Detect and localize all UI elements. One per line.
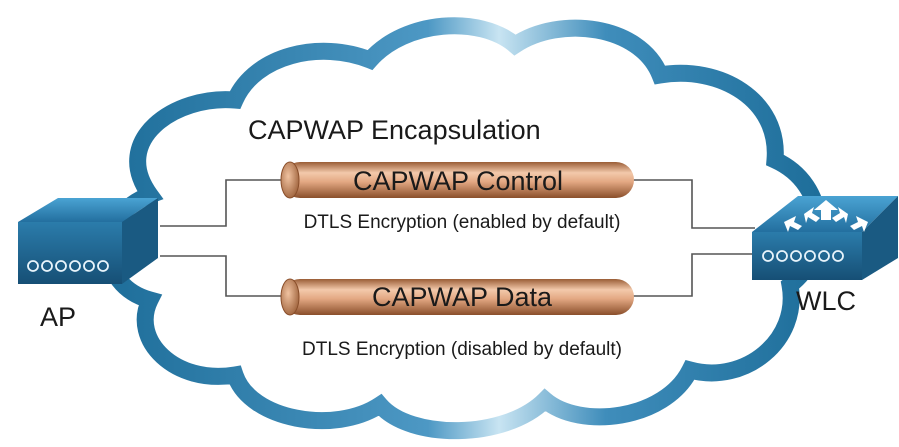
wlc-label: WLC [796,286,856,316]
capwap-control-tunnel: CAPWAP Control [280,161,634,199]
data-tunnel-label: CAPWAP Data [372,282,553,312]
capwap-data-tunnel: CAPWAP Data [280,278,634,316]
access-point-icon [18,198,158,284]
ap-control-line [160,179,290,227]
connection-lines [160,179,755,297]
control-tunnel-label: CAPWAP Control [353,166,563,196]
ap-label: AP [40,302,76,332]
ap-data-line [160,255,290,297]
control-encryption-text: DTLS Encryption (enabled by default) [304,212,621,233]
wlc-control-line [632,179,755,229]
wlc-data-line [632,253,755,297]
wlc-arrows-icon [784,200,868,232]
diagram-title: CAPWAP Encapsulation [248,115,541,145]
cloud-shape [100,17,827,440]
wireless-lan-controller-icon [752,196,898,280]
data-encryption-text: DTLS Encryption (disabled by default) [302,339,622,360]
